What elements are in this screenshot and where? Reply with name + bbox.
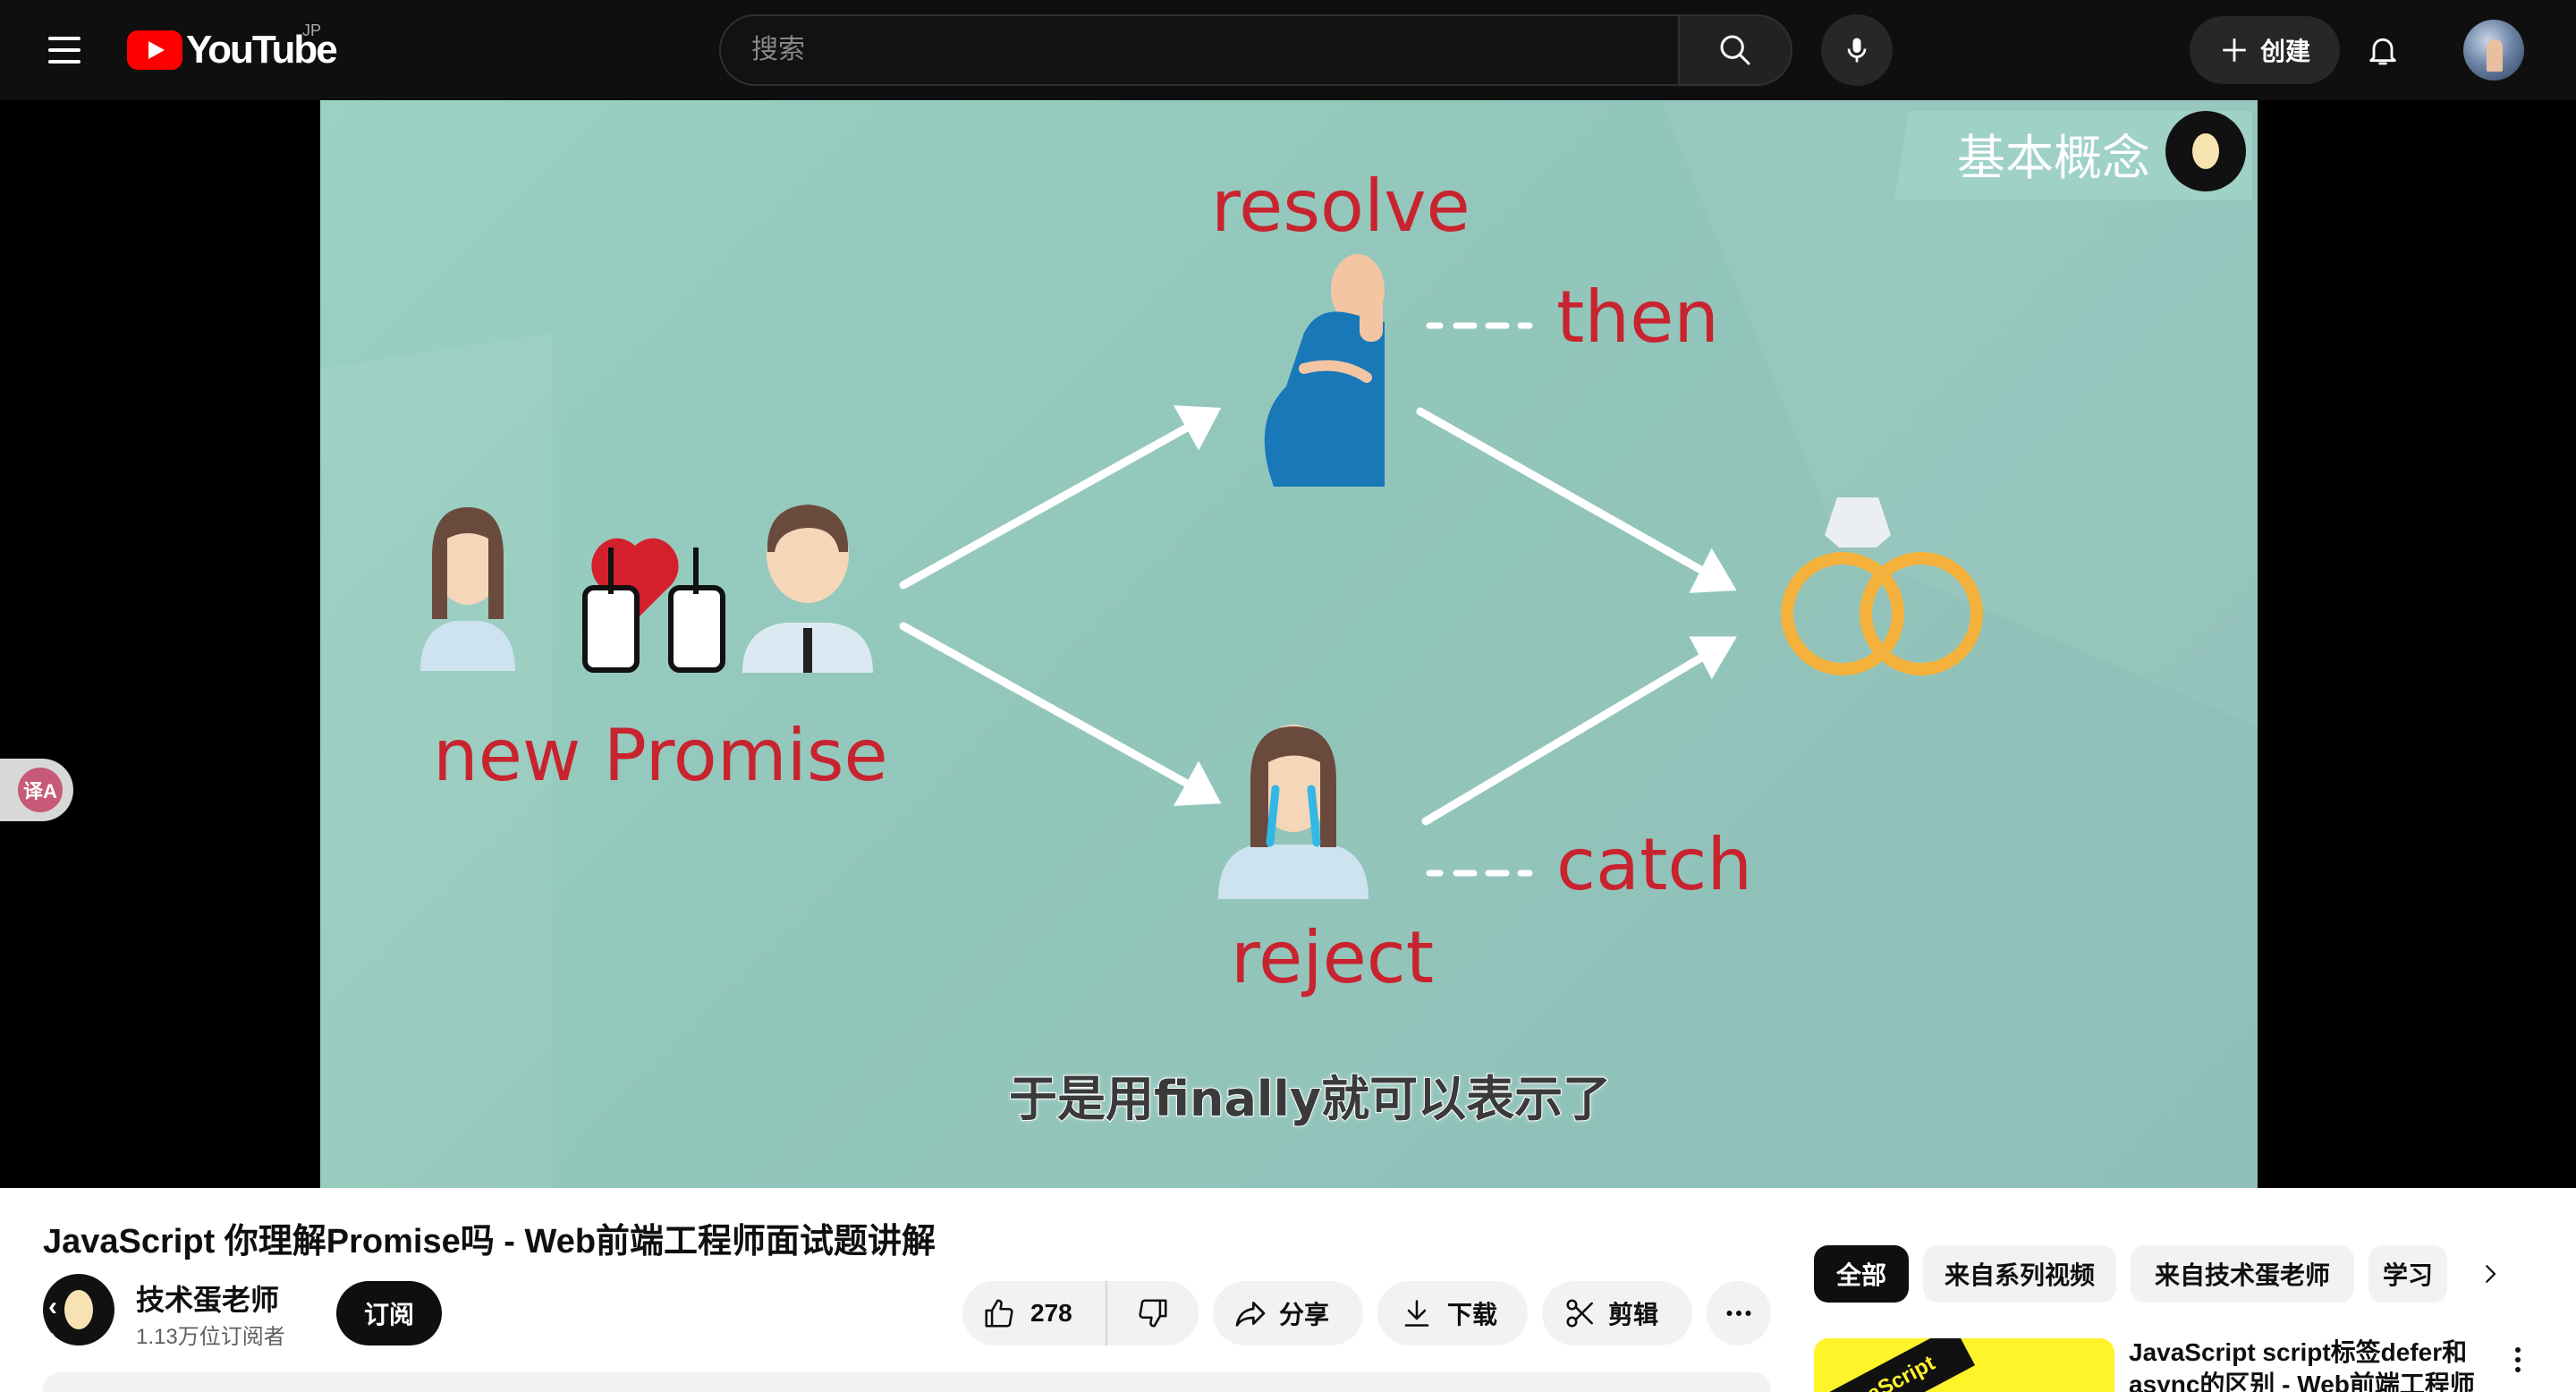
download-label: 下载: [1447, 1301, 1498, 1328]
subscribe-button[interactable]: 订阅: [336, 1281, 442, 1345]
like-dislike-group: 278: [962, 1281, 1199, 1345]
description-box[interactable]: [43, 1372, 1771, 1392]
chip-all[interactable]: 全部: [1814, 1245, 1909, 1303]
chip-learning[interactable]: 学习: [2368, 1245, 2447, 1303]
account-avatar[interactable]: [2463, 20, 2524, 81]
slide-text-reject: reject: [1231, 916, 1435, 999]
bell-icon: [2369, 38, 2396, 65]
filter-chips: 全部 来自系列视频 来自技术蛋老师 学习: [1814, 1245, 2529, 1303]
chip-from-channel[interactable]: 来自技术蛋老师: [2131, 1245, 2354, 1303]
crying-woman-icon: [1218, 725, 1368, 899]
man-icon: [742, 505, 873, 673]
woman-icon: [420, 507, 515, 671]
chip-from-series[interactable]: 来自系列视频: [1923, 1245, 2116, 1303]
video-title: JavaScript 你理解Promise吗 - Web前端工程师面试题讲解: [43, 1223, 936, 1260]
recommended-more-button[interactable]: [2504, 1342, 2531, 1378]
channel-watermark-logo: [2165, 111, 2246, 191]
like-button[interactable]: 278: [962, 1281, 1107, 1345]
create-button[interactable]: 创建: [2190, 16, 2340, 84]
clip-button[interactable]: 剪辑: [1542, 1281, 1692, 1345]
notifications-button[interactable]: [2356, 23, 2410, 77]
like-count: 278: [1030, 1299, 1072, 1327]
search-bar: [719, 14, 1792, 86]
translate-icon: 译A: [18, 768, 63, 812]
thumbs-up-icon: [985, 1299, 1013, 1328]
recommended-thumbnail[interactable]: JavaScript: [1814, 1338, 2114, 1392]
scissors-icon: [1566, 1299, 1593, 1328]
more-horizontal-icon: [1726, 1311, 1751, 1316]
search-icon: [1720, 35, 1750, 65]
pregnant-woman-icon: [1264, 254, 1385, 487]
heart-hands-icon: [582, 538, 725, 673]
dislike-button[interactable]: [1107, 1281, 1199, 1345]
clip-label: 剪辑: [1608, 1301, 1659, 1328]
chevron-right-icon: [2486, 1265, 2496, 1283]
youtube-logo[interactable]: YouTube: [127, 25, 338, 75]
share-button[interactable]: 分享: [1213, 1281, 1363, 1345]
topic-badge-text: 基本概念: [1957, 130, 2150, 186]
create-label: 创建: [2259, 38, 2310, 65]
slide-text-resolve: resolve: [1211, 165, 1470, 248]
more-actions-button[interactable]: [1707, 1281, 1771, 1345]
video-player[interactable]: resolve then new Promise reject catch 基本…: [0, 100, 2576, 1188]
download-icon: [1404, 1300, 1429, 1327]
video-background: [320, 100, 2258, 1188]
subscriber-count: 1.13万位订阅者: [136, 1325, 285, 1349]
country-code: JP: [302, 21, 322, 39]
plus-icon: [2223, 38, 2246, 62]
share-icon: [1235, 1302, 1266, 1327]
voice-search-button[interactable]: [1821, 14, 1893, 86]
video-frame[interactable]: resolve then new Promise reject catch 基本…: [320, 100, 2258, 1188]
microphone-icon: [1847, 38, 1867, 63]
search-button[interactable]: [1678, 14, 1792, 86]
thumbnail-text: JavaScript: [1814, 1338, 1976, 1392]
slide-text-catch: catch: [1556, 823, 1753, 906]
youtube-play-icon: [127, 30, 182, 70]
slide-text-new-promise: new Promise: [433, 714, 888, 797]
menu-icon[interactable]: [36, 23, 93, 77]
slide-text-then: then: [1556, 276, 1719, 359]
recommended-title[interactable]: JavaScript script标签defer和async的区别 - Web前…: [2129, 1338, 2475, 1392]
share-label: 分享: [1279, 1301, 1330, 1328]
top-bar: YouTube JP 创建: [0, 0, 2576, 100]
search-input[interactable]: [719, 14, 1678, 86]
thumbs-down-icon: [1139, 1299, 1167, 1328]
download-button[interactable]: 下载: [1377, 1281, 1528, 1345]
rings-icon: [1781, 497, 1983, 675]
translate-button[interactable]: 译A: [0, 759, 73, 821]
channel-avatar[interactable]: [43, 1274, 114, 1353]
channel-name[interactable]: 技术蛋老师: [136, 1284, 280, 1316]
chips-next-button[interactable]: [2462, 1245, 2519, 1303]
video-caption: 于是用finally就可以表示了: [1008, 1070, 1612, 1128]
